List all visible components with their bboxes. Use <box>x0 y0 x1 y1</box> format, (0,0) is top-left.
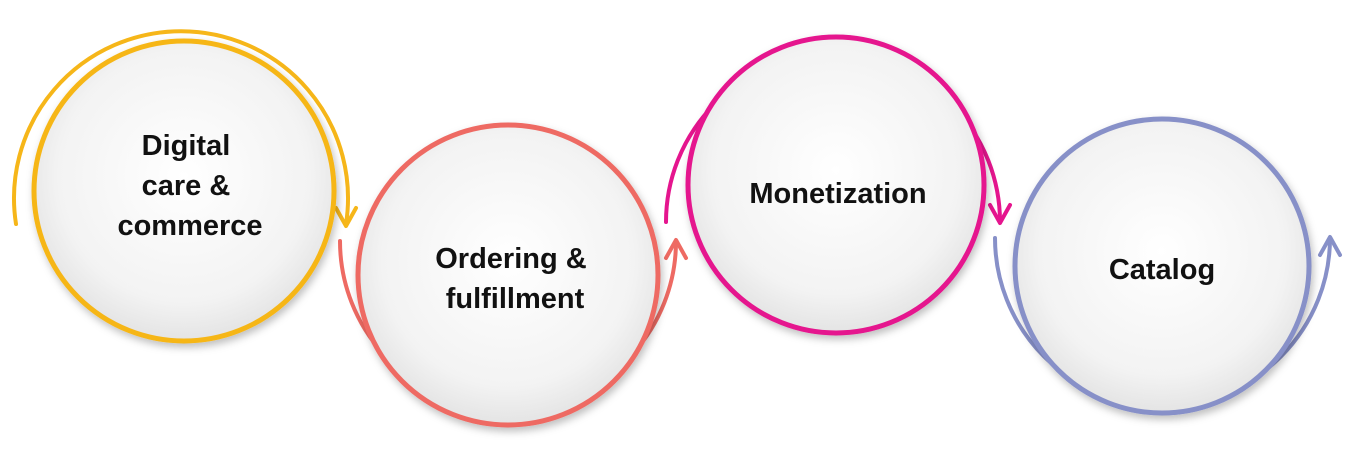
stage-1-label-line-3: commerce <box>117 210 262 242</box>
stage-ordering-fulfillment: Ordering & fulfillment <box>338 122 688 428</box>
stage-2-disc <box>355 122 661 428</box>
stage-1-label-line-1: Digital <box>142 130 231 162</box>
stage-2-label: Ordering & fulfillment <box>435 243 595 315</box>
stage-3-label-line-1: Monetization <box>749 178 926 210</box>
stage-2-label-line-1: Ordering & <box>435 243 587 275</box>
stage-3-disc <box>685 34 987 336</box>
stage-1-disc <box>31 38 337 344</box>
stage-1-label: Digital care & commerce <box>117 130 262 242</box>
stage-2-arrowhead-icon <box>664 238 688 260</box>
stage-4-label-line-1: Catalog <box>1109 254 1215 286</box>
stage-1-label-line-2: care & <box>142 170 231 202</box>
stage-2-label-line-2: fulfillment <box>446 283 585 315</box>
stage-monetization: Monetization <box>664 34 1012 336</box>
stage-4-label: Catalog <box>1109 254 1215 286</box>
stage-catalog: Catalog <box>993 116 1342 416</box>
stage-1-arrowhead-icon <box>334 206 358 228</box>
stage-3-arrowhead-icon <box>988 203 1012 225</box>
stage-4-arrowhead-icon <box>1318 235 1342 257</box>
stage-4-disc <box>1012 116 1312 416</box>
stage-digital-care-commerce: Digital care & commerce <box>12 29 358 344</box>
stage-1-outer-arc <box>12 29 350 226</box>
stage-3-label: Monetization <box>749 178 926 210</box>
